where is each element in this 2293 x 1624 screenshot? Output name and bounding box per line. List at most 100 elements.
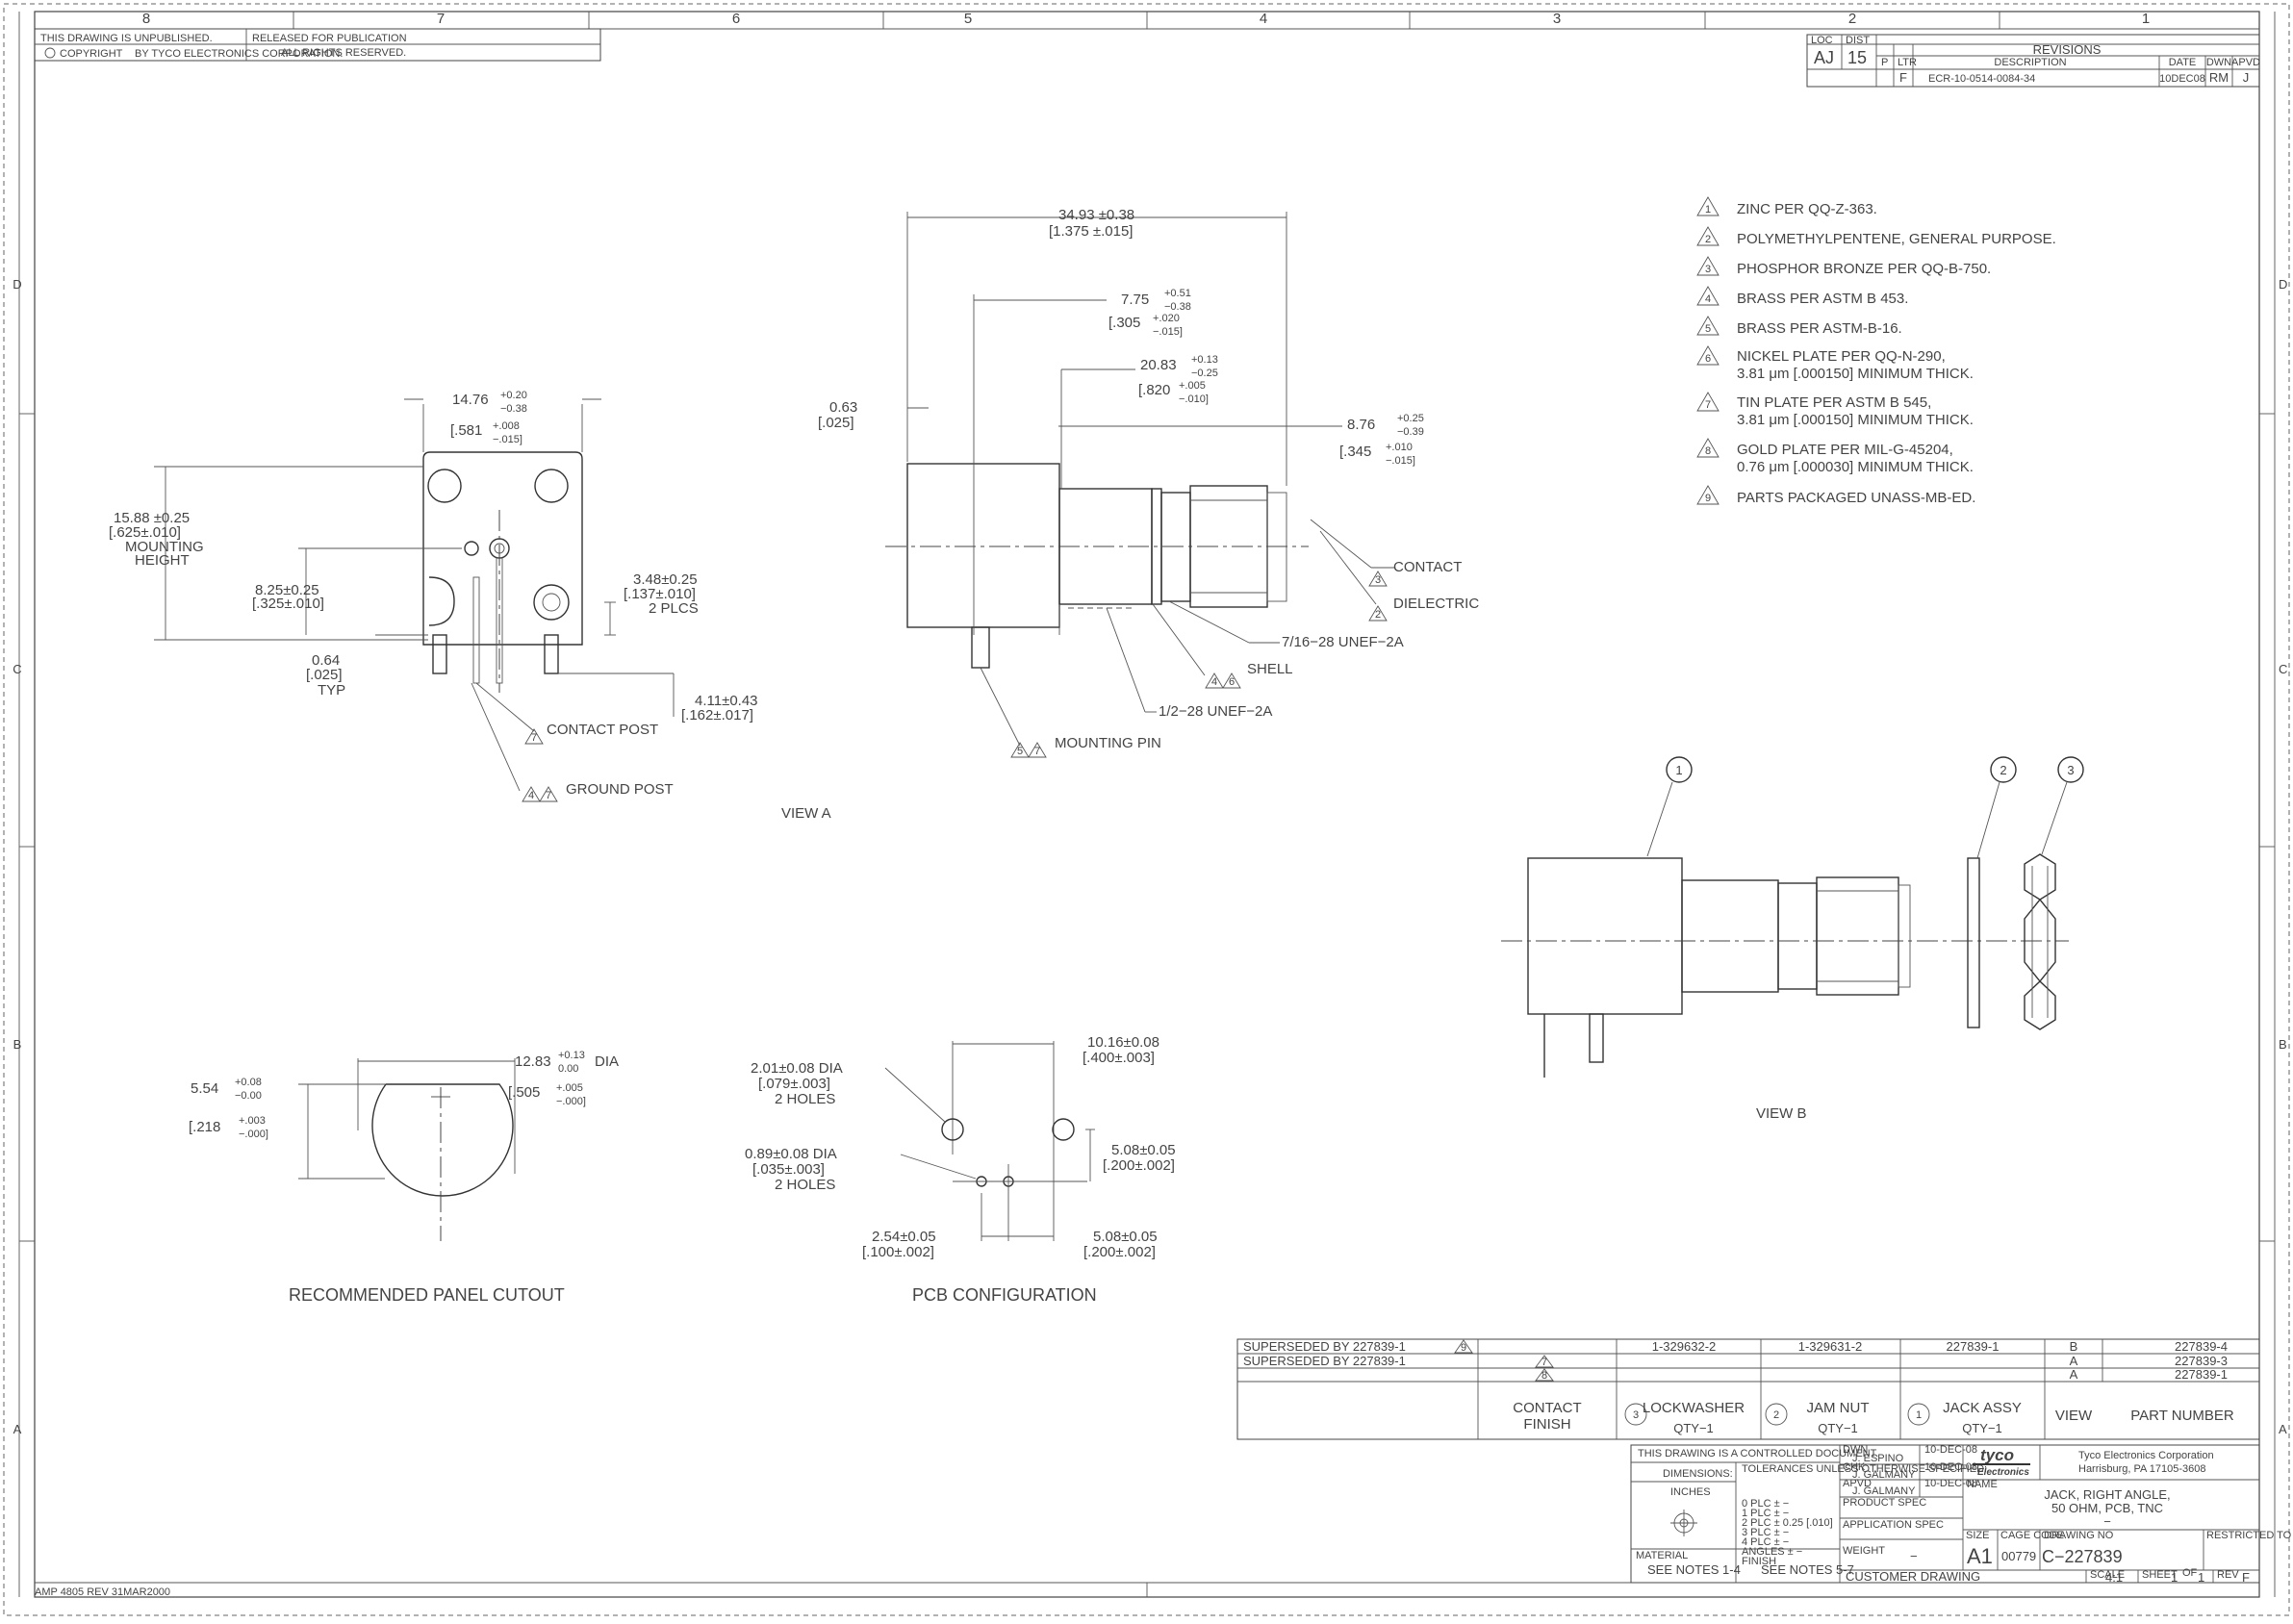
zone-top-1: 1	[2142, 11, 2150, 27]
view-a-front-outline	[422, 451, 583, 693]
tb-name-3: −	[2103, 1514, 2111, 1529]
pin-flag-7: 7	[1034, 746, 1040, 757]
dim-505-tol-minus: −.000]	[556, 1096, 586, 1107]
rev-title: REVISIONS	[2033, 42, 2102, 57]
bom-row2-superseded: SUPERSEDED BY 227839-1	[1243, 1354, 1406, 1368]
dim-mounting: MOUNTING	[125, 539, 204, 555]
tb-name-2: 50 OHM, PCB, TNC	[2051, 1501, 2163, 1515]
bom-row1-jack: 227839-1	[1947, 1339, 2000, 1354]
pcb-hole1-dia: 2.01±0.08 DIA	[751, 1060, 843, 1077]
rev-col-dwn: DWN	[2206, 57, 2231, 68]
dim-0-64: 0.64	[312, 652, 340, 669]
tb-application-spec: APPLICATION SPEC	[1843, 1519, 1944, 1531]
revisions-block: LOC DIST AJ 15 REVISIONS P LTR DESCRIPTI…	[1806, 34, 2260, 88]
zone-right-d: D	[2279, 277, 2287, 292]
tb-tol-5: ANGLES ± −	[1742, 1546, 1802, 1558]
label-shell: SHELL	[1247, 661, 1293, 677]
dim-8-76-tol-minus: −0.39	[1397, 426, 1424, 438]
note-5-flag: 5	[1705, 323, 1711, 335]
header-corp: BY TYCO ELECTRONICS CORPORATION.	[135, 48, 343, 60]
note-8: 8 GOLD PLATE PER MIL-G-45204, 0.76 μm [.…	[1696, 438, 1974, 475]
zone-right-b: B	[2279, 1037, 2287, 1052]
contact-post-flag: 7	[531, 732, 537, 744]
tb-weight-label: WEIGHT	[1843, 1545, 1885, 1557]
tb-size: A1	[1967, 1544, 1993, 1568]
tb-sheet-label: SHEET	[2142, 1569, 2178, 1581]
zone-top-6: 6	[732, 11, 740, 27]
tb-cage-label: CAGE CODE	[2000, 1530, 2064, 1541]
note-8-text: GOLD PLATE PER MIL-G-45204,	[1737, 442, 1953, 458]
dim-12-83-tol-minus: 0.00	[558, 1063, 578, 1075]
view-a-side-outline	[885, 463, 1309, 669]
dim-137: [.137±.010]	[624, 586, 696, 602]
dim-581-tol-plus: +.008	[493, 420, 520, 432]
tb-material-note: SEE NOTES 1-4	[1647, 1562, 1741, 1577]
zone-left-b: B	[13, 1037, 22, 1052]
tb-brand-name: tyco	[1980, 1446, 2014, 1464]
zone-top-8: 8	[142, 11, 150, 27]
tb-restricted-label: RESTRICTED TO	[2206, 1530, 2292, 1541]
view-b-label: VIEW B	[1756, 1105, 1807, 1122]
note-2: 2 POLYMETHYLPENTENE, GENERAL PURPOSE.	[1696, 226, 2056, 247]
dim-8-76: 8.76	[1347, 417, 1375, 433]
note-3-text: PHOSPHOR BRONZE PER QQ-B-750.	[1737, 261, 1991, 277]
tb-of: OF	[2182, 1567, 2198, 1579]
dim-581-tol-minus: −.015]	[493, 434, 522, 445]
dim-14-76-tol-plus: +0.20	[500, 390, 527, 401]
header-rights: ALL RIGHTS RESERVED.	[281, 47, 406, 59]
rev-loc-value: AJ	[1814, 48, 1834, 67]
rev-dist-value: 15	[1847, 48, 1867, 67]
tb-company: Tyco Electronics Corporation	[2078, 1450, 2214, 1461]
tb-inches: INCHES	[1670, 1486, 1711, 1498]
dielectric-flag: 2	[1375, 609, 1381, 621]
bom-hdr-jack: JACK ASSY	[1943, 1400, 2022, 1416]
label-ground-post: GROUND POST	[566, 781, 674, 798]
dim-025-b: [.025]	[818, 415, 854, 431]
tb-finish-note: SEE NOTES 5-7	[1761, 1562, 1854, 1577]
rev-row-ltr: F	[1899, 70, 1907, 85]
zone-left-d: D	[13, 277, 21, 292]
dim-025: [.025]	[306, 667, 343, 683]
dim-height: HEIGHT	[135, 552, 190, 569]
dim-7-75-tol-plus: +0.51	[1164, 288, 1191, 299]
label-contact: CONTACT	[1393, 559, 1462, 575]
note-7-flag: 7	[1705, 399, 1711, 411]
bom-hdr-jack-qty: QTY−1	[1962, 1421, 2002, 1435]
view-b-balloon-3: 3	[2067, 763, 2074, 777]
dim-162: [.162±.017]	[681, 707, 753, 723]
pin-flag-5: 5	[1017, 746, 1023, 757]
bom-row1-view: B	[2070, 1339, 2078, 1354]
note-4-flag: 4	[1705, 293, 1711, 305]
bom-row1-pn: 227839-4	[2175, 1339, 2228, 1354]
note-4-text: BRASS PER ASTM B 453.	[1737, 291, 1908, 307]
rev-row-apvd: J	[2243, 70, 2250, 85]
pcb-dim-5-08-a: 5.08±0.05	[1111, 1142, 1176, 1158]
dim-7-75: 7.75	[1121, 292, 1149, 308]
rev-row-desc: ECR-10-0514-0084-34	[1928, 73, 2035, 85]
dim-3-48: 3.48±0.25	[633, 571, 698, 588]
tb-size-label: SIZE	[1966, 1530, 1989, 1541]
pcb-dim-200-b: [.200±.002]	[1083, 1244, 1156, 1260]
dim-8-25: 8.25±0.25	[255, 582, 319, 598]
zone-right-a: A	[2279, 1422, 2287, 1436]
tb-customer-drawing: CUSTOMER DRAWING	[1846, 1569, 1980, 1584]
tb-rev: F	[2242, 1570, 2250, 1585]
panel-cutout: 12.83 +0.13 0.00 DIA [.505 +.005 −.000] …	[189, 1050, 619, 1305]
zone-top-3: 3	[1553, 11, 1561, 27]
bom-row2-view: A	[2070, 1354, 2078, 1368]
note-3: 3 PHOSPHOR BRONZE PER QQ-B-750.	[1696, 256, 1991, 277]
pcb-dim-10-16: 10.16±0.08	[1087, 1034, 1159, 1051]
pcb-hole2-count: 2 HOLES	[775, 1177, 835, 1193]
note-5-text: BRASS PER ASTM-B-16.	[1737, 320, 1902, 337]
tb-tol-2: 2 PLC ± 0.25 [.010]	[1742, 1517, 1833, 1529]
bom-row2-flag: 7	[1541, 1357, 1547, 1368]
bom-row1-lockwasher: 1-329632-2	[1652, 1339, 1717, 1354]
rev-dist-label: DIST	[1846, 35, 1870, 46]
rev-col-apvd: APVD	[2231, 57, 2260, 68]
bom-balloon-2: 2	[1773, 1409, 1779, 1421]
tb-name-label: NAME	[1967, 1479, 1998, 1490]
dim-34-93: 34.93 ±0.38	[1058, 207, 1134, 223]
note-7-text-2: 3.81 μm [.000150] MINIMUM THICK.	[1737, 412, 1974, 428]
